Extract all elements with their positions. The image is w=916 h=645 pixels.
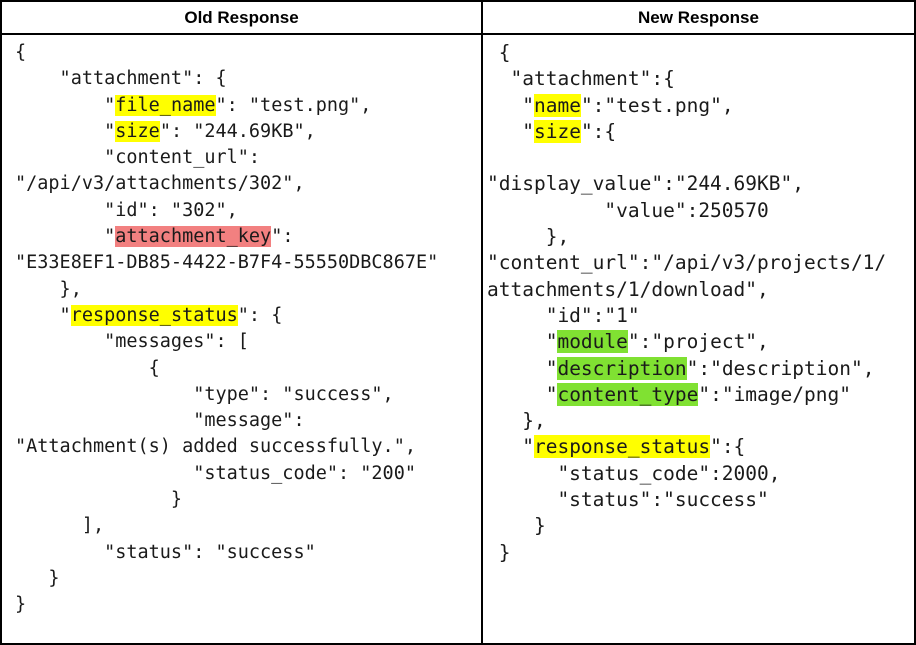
code-line: }: [15, 594, 27, 616]
code-line: "type": "success",: [15, 383, 394, 405]
code-line: }: [15, 489, 183, 511]
code-line: "size":{: [487, 119, 617, 143]
code-line: "id":"1": [487, 303, 640, 327]
column-header-new-response: New Response: [483, 2, 914, 35]
code-line: "status":"success": [487, 488, 769, 512]
code-line: ],: [15, 515, 105, 537]
highlighted-key: module: [557, 330, 628, 354]
code-line: "content_url":: [15, 147, 261, 169]
code-line: "description":"description",: [487, 356, 875, 380]
code-line: "status": "success": [15, 541, 316, 563]
code-line: "attachment_key":: [15, 226, 294, 248]
code-line: "size": "244.69KB",: [15, 120, 316, 142]
code-line: "content_type":"image/png": [487, 382, 851, 406]
code-line: [487, 145, 914, 171]
code-line: "value":250570: [487, 198, 769, 222]
highlighted-key: size: [115, 120, 160, 142]
code-line: "/api/v3/attachments/302",: [15, 173, 305, 195]
code-line: "attachment": {: [15, 68, 227, 90]
code-line: "content_url":"/api/v3/projects/1/: [487, 251, 887, 275]
highlighted-key: file_name: [115, 94, 216, 116]
column-header-old-label: Old Response: [184, 7, 299, 27]
highlighted-key: description: [557, 356, 687, 380]
code-line: }: [487, 540, 511, 564]
code-line: "status_code": "200": [15, 462, 416, 484]
highlighted-key: name: [533, 93, 581, 117]
highlighted-key: size: [533, 119, 581, 143]
old-response-code-panel: { "attachment": { "file_name": "test.png…: [2, 35, 483, 643]
highlighted-key: response_status: [70, 304, 238, 326]
code-line: "id": "302",: [15, 199, 238, 221]
code-line: {: [487, 41, 511, 64]
code-line: "response_status": {: [15, 304, 283, 326]
code-line: "file_name": "test.png",: [15, 94, 372, 116]
code-line: "message":: [15, 410, 305, 432]
code-line: },: [487, 225, 570, 249]
new-response-code-panel: { "attachment":{ "name":"test.png", "siz…: [483, 35, 914, 643]
code-line: {: [15, 357, 160, 379]
code-line: }: [487, 514, 546, 538]
highlighted-key: response_status: [533, 435, 711, 459]
code-line: "module":"project",: [487, 330, 769, 354]
column-header-new-label: New Response: [638, 7, 759, 27]
code-line: attachments/1/download",: [487, 277, 769, 301]
highlighted-key: content_type: [557, 382, 699, 406]
code-line: },: [15, 278, 82, 300]
column-header-old-response: Old Response: [2, 2, 483, 35]
code-line: }: [15, 567, 60, 589]
code-line: "status_code":2000,: [487, 461, 781, 485]
code-line: "E33E8EF1-DB85-4422-B7F4-55550DBC867E": [15, 252, 439, 274]
code-line: {: [15, 42, 27, 63]
code-line: "response_status":{: [487, 435, 746, 459]
code-line: "name":"test.png",: [487, 93, 734, 117]
code-line: "attachment":{: [487, 67, 675, 91]
code-line: "Attachment(s) added successfully.",: [15, 436, 416, 458]
code-line: "display_value":"244.69KB",: [487, 172, 804, 196]
code-line: "messages": [: [15, 331, 249, 353]
highlighted-key: attachment_key: [115, 226, 272, 248]
code-line: },: [487, 409, 546, 433]
